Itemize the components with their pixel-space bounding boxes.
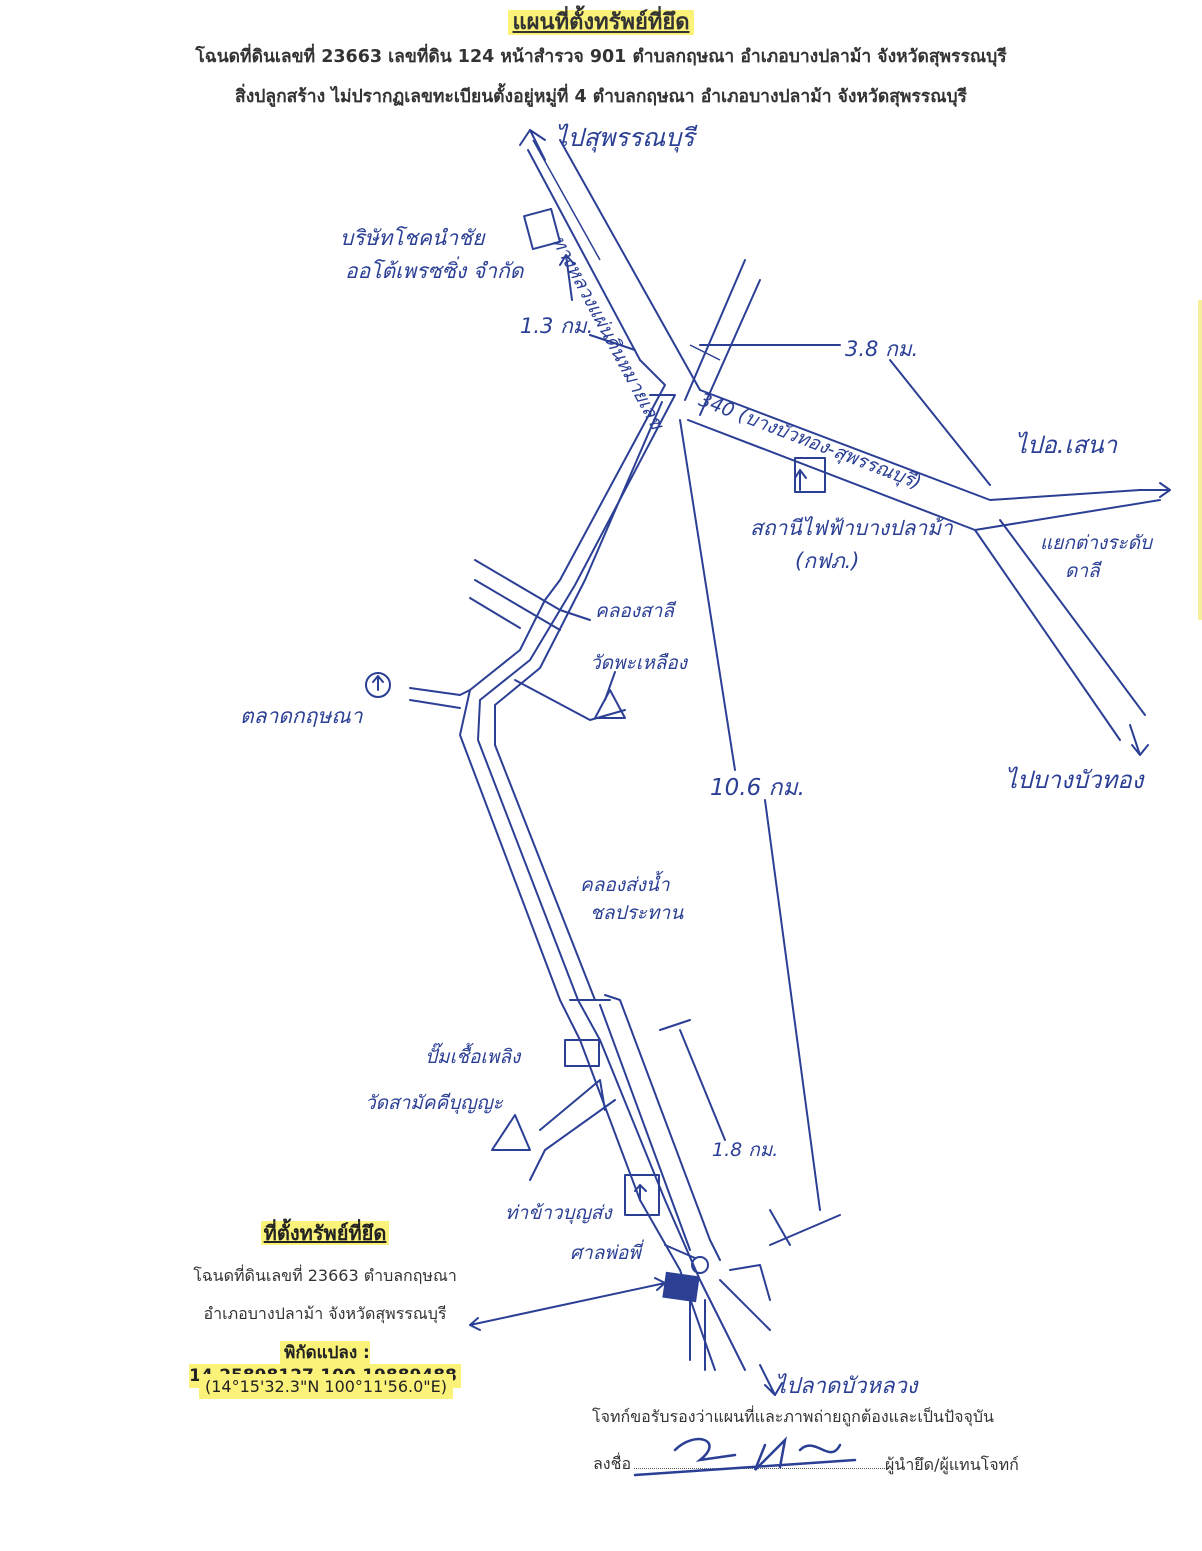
label-dist-38: 3.8 กม. [845,337,919,361]
signer-role: ผู้นำยึด/ผู้แทนโจทก์ [885,1455,1019,1474]
dist-18-line-a [679,1029,726,1141]
highway-diag-top [699,389,1141,501]
road-north-east [684,259,746,401]
property-marker [662,1271,700,1303]
dist-18-tick-b [769,1214,841,1246]
label-gas-station: ปั๊มเชื้อเพลิง [425,1046,521,1068]
property-dms-text: (14°15'32.3"N 100°11'56.0"E) [198,1374,454,1399]
label-wat-phalueng: วัดพะเหลือง [590,652,688,674]
label-intersection-2: ดาลี [1065,560,1100,582]
property-location-title: ที่ตั้งทรัพย์ที่ยึด [180,1217,470,1249]
label-to-labbualuang: ไปลาดบัวหลวง [775,1374,918,1399]
label-khlong-sali: คลองสาลี [595,600,674,622]
wat-road-a [539,1079,606,1131]
dist-13-arrow [589,334,636,351]
dist-38-arrow [889,359,991,486]
label-to-sena: ไปอ.เสนา [1015,431,1118,459]
highway-edge-left [527,149,641,361]
label-dist-106: 10.6 กม. [710,775,805,801]
label-khlong-chonprathan-2: ชลประทาน [590,902,684,924]
power-station-arrow [794,469,807,491]
property-district-line: อำเภอบางปลาม้า จังหวัดสุพรรณบุรี [203,1304,447,1323]
khlong-sali-b [474,579,561,631]
pier-arrow [634,1184,647,1201]
certification-text: โจทก์ขอรับรองว่าแผนที่และภาพถ่ายถูกต้องแ… [592,1407,994,1426]
company-arrow [559,254,575,301]
signature-stroke [633,1436,857,1477]
wat-phalueng-arrow [604,671,616,701]
shrine-marker [691,1256,709,1274]
label-krishna: ตลาดกฤษณา [240,704,363,728]
lower-road-b [699,1279,746,1371]
dist-18-line-b [769,1209,791,1246]
road-north-east-2 [699,279,761,416]
highway-edge-right [559,139,701,391]
company-marker [523,207,561,251]
arrow-to-suphan [519,129,546,161]
side-road-west-2 [409,699,461,709]
signature [633,1436,857,1477]
map-title: แผนที่ตั้งทรัพย์ที่ยึด [0,4,1202,39]
label-company-2: ออโต้เพรซซิ่ง จำกัด [345,259,524,283]
power-station-marker [794,457,826,493]
krishna-marker [365,672,391,698]
lower-road-d [729,1264,771,1301]
side-road-east [514,679,626,721]
sign-label: ลงชื่อ [593,1452,890,1477]
khlong-sali-a [474,559,591,621]
pier-marker [624,1174,660,1216]
wat-phalueng-marker [594,689,626,719]
dist-106-line-a [679,419,736,771]
label-dist-18: 1.8 กม. [712,1139,779,1161]
lower-road-c [719,1279,771,1331]
deed-description: โฉนดที่ดินเลขที่ 23663 เลขที่ดิน 124 หน้… [195,47,1007,67]
krishna-arrow [372,675,384,691]
road-to-bangbuathong-b [999,519,1146,716]
label-company-1: บริษัทโชคนำชัย [340,226,485,250]
property-dms: (14°15'32.3"N 100°11'56.0"E) [195,1374,457,1399]
label-power-station-1: สถานีไฟฟ้าบางปลาม้า [750,516,953,540]
map-title-text: แผนที่ตั้งทรัพย์ที่ยึด [508,10,694,35]
label-khlong-chonprathan-1: คลองส่งน้ำ [580,874,670,896]
sign-dotted-line [634,1468,890,1469]
dist-106-line-b [764,799,821,1211]
label-to-suphan: ไปสุพรรณบุรี [555,123,695,152]
property-location-title-text: ที่ตั้งทรัพย์ที่ยึด [260,1221,390,1245]
label-wat-samakkhi: วัดสามัคคีบุญญะ [365,1092,503,1114]
label-intersection-1: แยกต่างระดับ [1040,532,1152,554]
side-road-west [409,687,471,696]
property-deed-line: โฉนดที่ดินเลขที่ 23663 ตำบลกฤษณา [193,1266,457,1285]
local-road-c [494,401,663,1001]
canal-a [604,994,721,1261]
khlong-sali-c [469,597,521,629]
sign-label-text: ลงชื่อ [593,1454,632,1473]
scan-edge [1198,300,1202,620]
arrow-to-sena [1139,482,1171,498]
wat-road-b [529,1099,616,1181]
label-to-bangbuathong: ไปบางบัวทอง [1005,766,1144,794]
label-shrine: ศาลพ่อพี่ [570,1242,641,1264]
shrine-arrow [664,1244,696,1259]
dist-18-tick-a [659,1019,691,1031]
arrow-to-bangbuathong [1129,724,1149,756]
road-to-bangbuathong-a [974,529,1121,741]
label-dist-13: 1.3 กม. [520,314,594,338]
label-power-station-2: (กฟภ.) [795,549,860,573]
canal-b [599,1004,691,1251]
arrow-to-labbualuang [759,1364,783,1396]
label-pier: ท่าข้าวบุญส่ง [505,1202,612,1224]
highway-hatch-1 [532,139,601,261]
building-description: สิ่งปลูกสร้าง ไม่ปรากฏเลขทะเบียนตั้งอยู่… [235,87,967,107]
highway-hatch-2 [689,344,721,361]
wat-samakkhi-marker [491,1114,531,1151]
gas-station-marker [564,1039,600,1067]
